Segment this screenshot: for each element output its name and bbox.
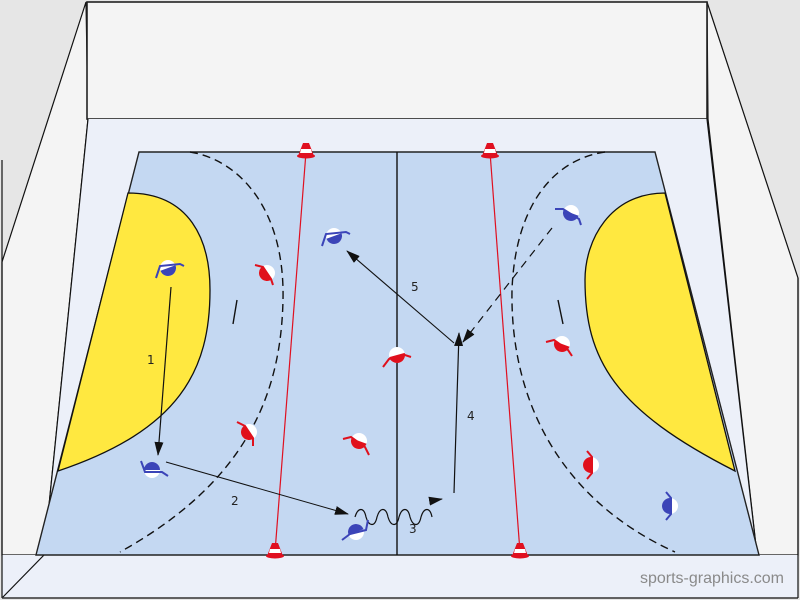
blue-player (155, 260, 185, 279)
red-player (583, 450, 599, 480)
blue-player (662, 491, 678, 521)
cone-bottom-left (266, 543, 284, 559)
cone-top-left (297, 143, 315, 159)
action-3-dribble-path (354, 508, 433, 526)
right-7m-mark (557, 299, 564, 325)
blue-player (140, 460, 169, 478)
blue-player (555, 205, 582, 226)
red-player (254, 264, 275, 286)
action-5-label: 5 (411, 280, 419, 294)
action-1-run-arrow (154, 286, 172, 456)
cone-line-right (489, 151, 521, 553)
left-free-throw-line (119, 151, 284, 553)
left-7m-mark (232, 299, 238, 325)
cone-top-right (481, 143, 499, 159)
action-4-run-arrow (453, 332, 464, 494)
action-4-label: 4 (467, 409, 475, 423)
red-player (342, 433, 370, 456)
action-2-label: 2 (231, 494, 239, 508)
dashed-run-arrow (462, 227, 553, 343)
blue-player (341, 519, 369, 541)
red-player (382, 347, 412, 368)
cone-line-left (274, 151, 307, 553)
watermark: sports-graphics.com (639, 570, 784, 587)
red-player (236, 421, 257, 446)
back-wall (86, 1, 708, 120)
action-2-pass-arrow (165, 461, 349, 515)
blue-player (321, 228, 351, 247)
action-5-pass-arrow (346, 250, 455, 344)
right-free-throw-line (511, 151, 676, 553)
right-goal-area (584, 192, 736, 473)
red-player (545, 336, 573, 357)
action-3-label: 3 (409, 522, 417, 536)
cone-bottom-right (511, 543, 529, 559)
action-1-label: 1 (147, 353, 155, 367)
